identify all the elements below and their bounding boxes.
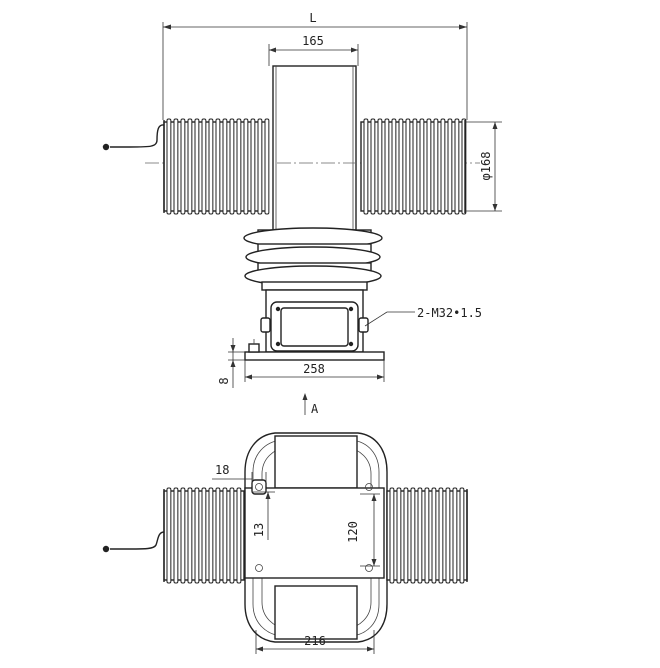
dim-plan-hole-spacing: 120 [346, 493, 380, 567]
view-marker-label: A [311, 402, 319, 416]
insulator-sheds [243, 227, 383, 291]
plan-edge-offset-label: 18 [215, 463, 229, 477]
dim-base-width: 258 [244, 360, 385, 382]
front-view: L 165 φ [102, 11, 502, 416]
dim-plan-hole-offset: 13 [252, 491, 275, 540]
diameter-label: φ168 [479, 152, 493, 181]
view-marker: A [302, 393, 319, 416]
plan-hole-spacing-label: 120 [346, 521, 360, 543]
plan-mounting-holes [251, 479, 373, 572]
earth-terminal [248, 343, 260, 353]
junction-box [260, 289, 369, 353]
central-column [272, 65, 357, 231]
dim-overall-length: L [162, 11, 468, 120]
overall-length-label: L [309, 11, 316, 25]
plan-left-bellows [163, 487, 245, 584]
dim-plan-edge-offset: 18 [212, 463, 267, 486]
plan-hole-offset-label: 13 [252, 523, 266, 537]
plan-base-width-label: 216 [304, 634, 326, 648]
right-bellows [360, 118, 467, 215]
dim-diameter: φ168 [465, 121, 502, 212]
left-bellows [163, 118, 270, 215]
base-width-label: 258 [303, 362, 325, 376]
top-width-label: 165 [302, 34, 324, 48]
plan-right-bellows [386, 487, 468, 584]
base-plate [244, 351, 385, 361]
dim-plan-base-width: 216 [255, 630, 375, 654]
cable-lead [102, 124, 165, 151]
dim-base-thickness: 8 [217, 338, 245, 388]
dim-mounting-holes: 2-M32•1.5 [364, 306, 482, 327]
base-thickness-label: 8 [217, 377, 231, 384]
plan-view: 18 13 120 216 [102, 432, 468, 654]
dim-top-width: 165 [268, 34, 359, 66]
mounting-holes-label: 2-M32•1.5 [417, 306, 482, 320]
plan-cable-lead [102, 531, 165, 553]
